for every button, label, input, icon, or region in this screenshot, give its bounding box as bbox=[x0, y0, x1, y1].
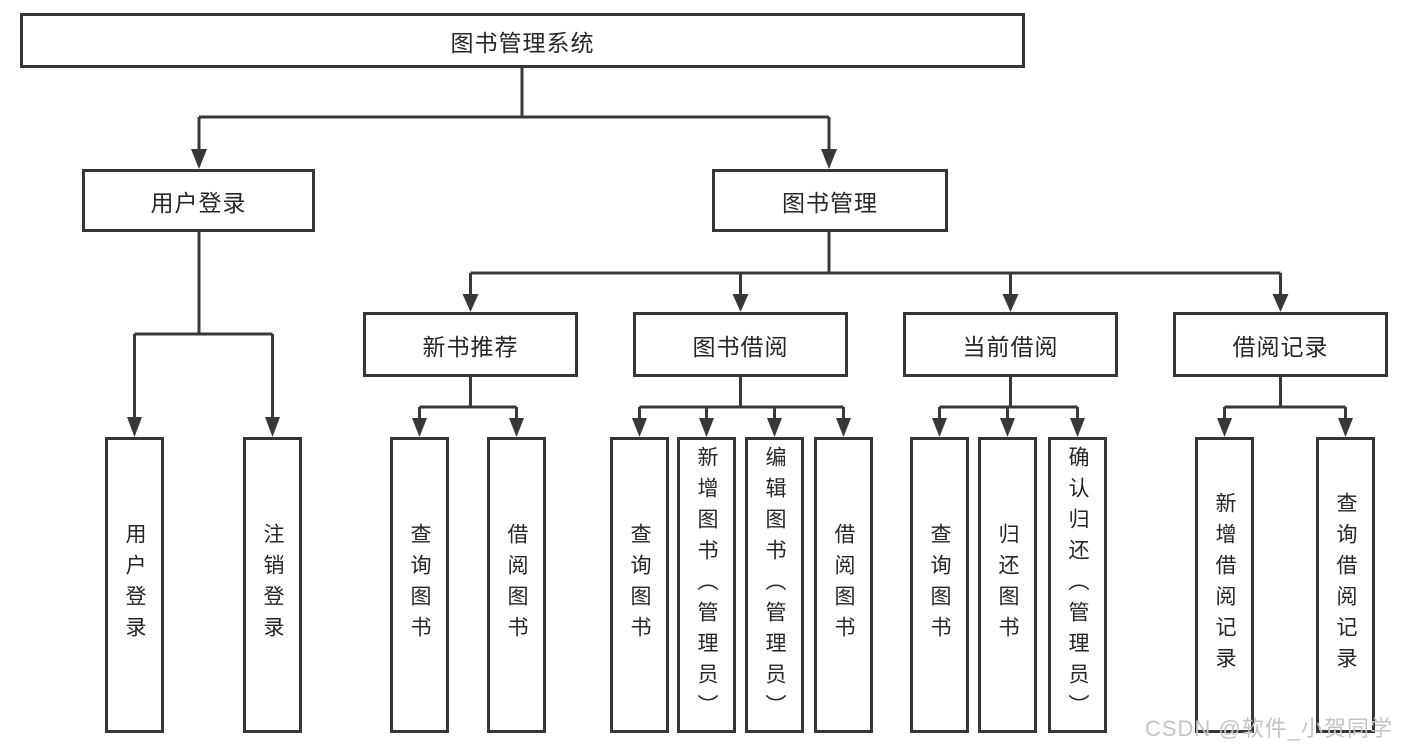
node-user-login-branch: 用户登录 bbox=[82, 169, 315, 232]
node-label: 图书管理系统 bbox=[450, 29, 595, 56]
leaf-label: 编辑图书（管理员） bbox=[763, 445, 787, 725]
leaf-label: 新增图书（管理员） bbox=[695, 445, 719, 725]
leaf-logout: 注销登录 bbox=[243, 437, 302, 733]
leaf-label: 借阅图书 bbox=[832, 523, 856, 647]
leaf-label: 查询图书 bbox=[928, 523, 952, 647]
node-label: 图书管理 bbox=[782, 189, 878, 216]
leaf-borrow-books-recommend: 借阅图书 bbox=[487, 437, 546, 733]
leaf-label: 查询借阅记录 bbox=[1334, 492, 1358, 678]
leaf-label: 用户登录 bbox=[123, 523, 147, 647]
node-current-borrowing: 当前借阅 bbox=[903, 312, 1118, 377]
leaf-query-books-current: 查询图书 bbox=[910, 437, 969, 733]
leaf-label: 查询图书 bbox=[628, 523, 652, 647]
leaf-label: 查询图书 bbox=[408, 523, 432, 647]
leaf-label: 归还图书 bbox=[996, 523, 1020, 647]
leaf-user-login: 用户登录 bbox=[105, 437, 164, 733]
csdn-watermark: CSDN @软件_小贺同学 bbox=[1144, 716, 1393, 741]
node-new-book-recommend: 新书推荐 bbox=[363, 312, 578, 377]
leaf-label: 确认归还（管理员） bbox=[1066, 445, 1090, 725]
node-label: 用户登录 bbox=[150, 189, 247, 216]
leaf-query-books-borrowing: 查询图书 bbox=[610, 437, 669, 733]
node-label: 图书借阅 bbox=[692, 333, 789, 360]
node-borrowing-records: 借阅记录 bbox=[1173, 312, 1388, 377]
node-label: 当前借阅 bbox=[962, 333, 1059, 360]
leaf-borrow-books: 借阅图书 bbox=[814, 437, 873, 733]
node-book-borrowing: 图书借阅 bbox=[633, 312, 848, 377]
leaf-confirm-return-admin: 确认归还（管理员） bbox=[1048, 437, 1107, 733]
leaf-label: 新增借阅记录 bbox=[1213, 492, 1237, 678]
leaf-add-borrow-record: 新增借阅记录 bbox=[1195, 437, 1254, 733]
leaf-add-books-admin: 新增图书（管理员） bbox=[677, 437, 736, 733]
leaf-label: 借阅图书 bbox=[505, 523, 529, 647]
node-book-management-branch: 图书管理 bbox=[712, 169, 948, 232]
leaf-label: 注销登录 bbox=[261, 523, 285, 647]
node-library-management-system: 图书管理系统 bbox=[20, 13, 1025, 68]
leaf-query-borrow-record: 查询借阅记录 bbox=[1316, 437, 1375, 733]
node-label: 借阅记录 bbox=[1232, 333, 1329, 360]
node-label: 新书推荐 bbox=[422, 333, 519, 360]
leaf-query-books-recommend: 查询图书 bbox=[390, 437, 449, 733]
leaf-return-books: 归还图书 bbox=[978, 437, 1037, 733]
leaf-edit-books-admin: 编辑图书（管理员） bbox=[745, 437, 804, 733]
